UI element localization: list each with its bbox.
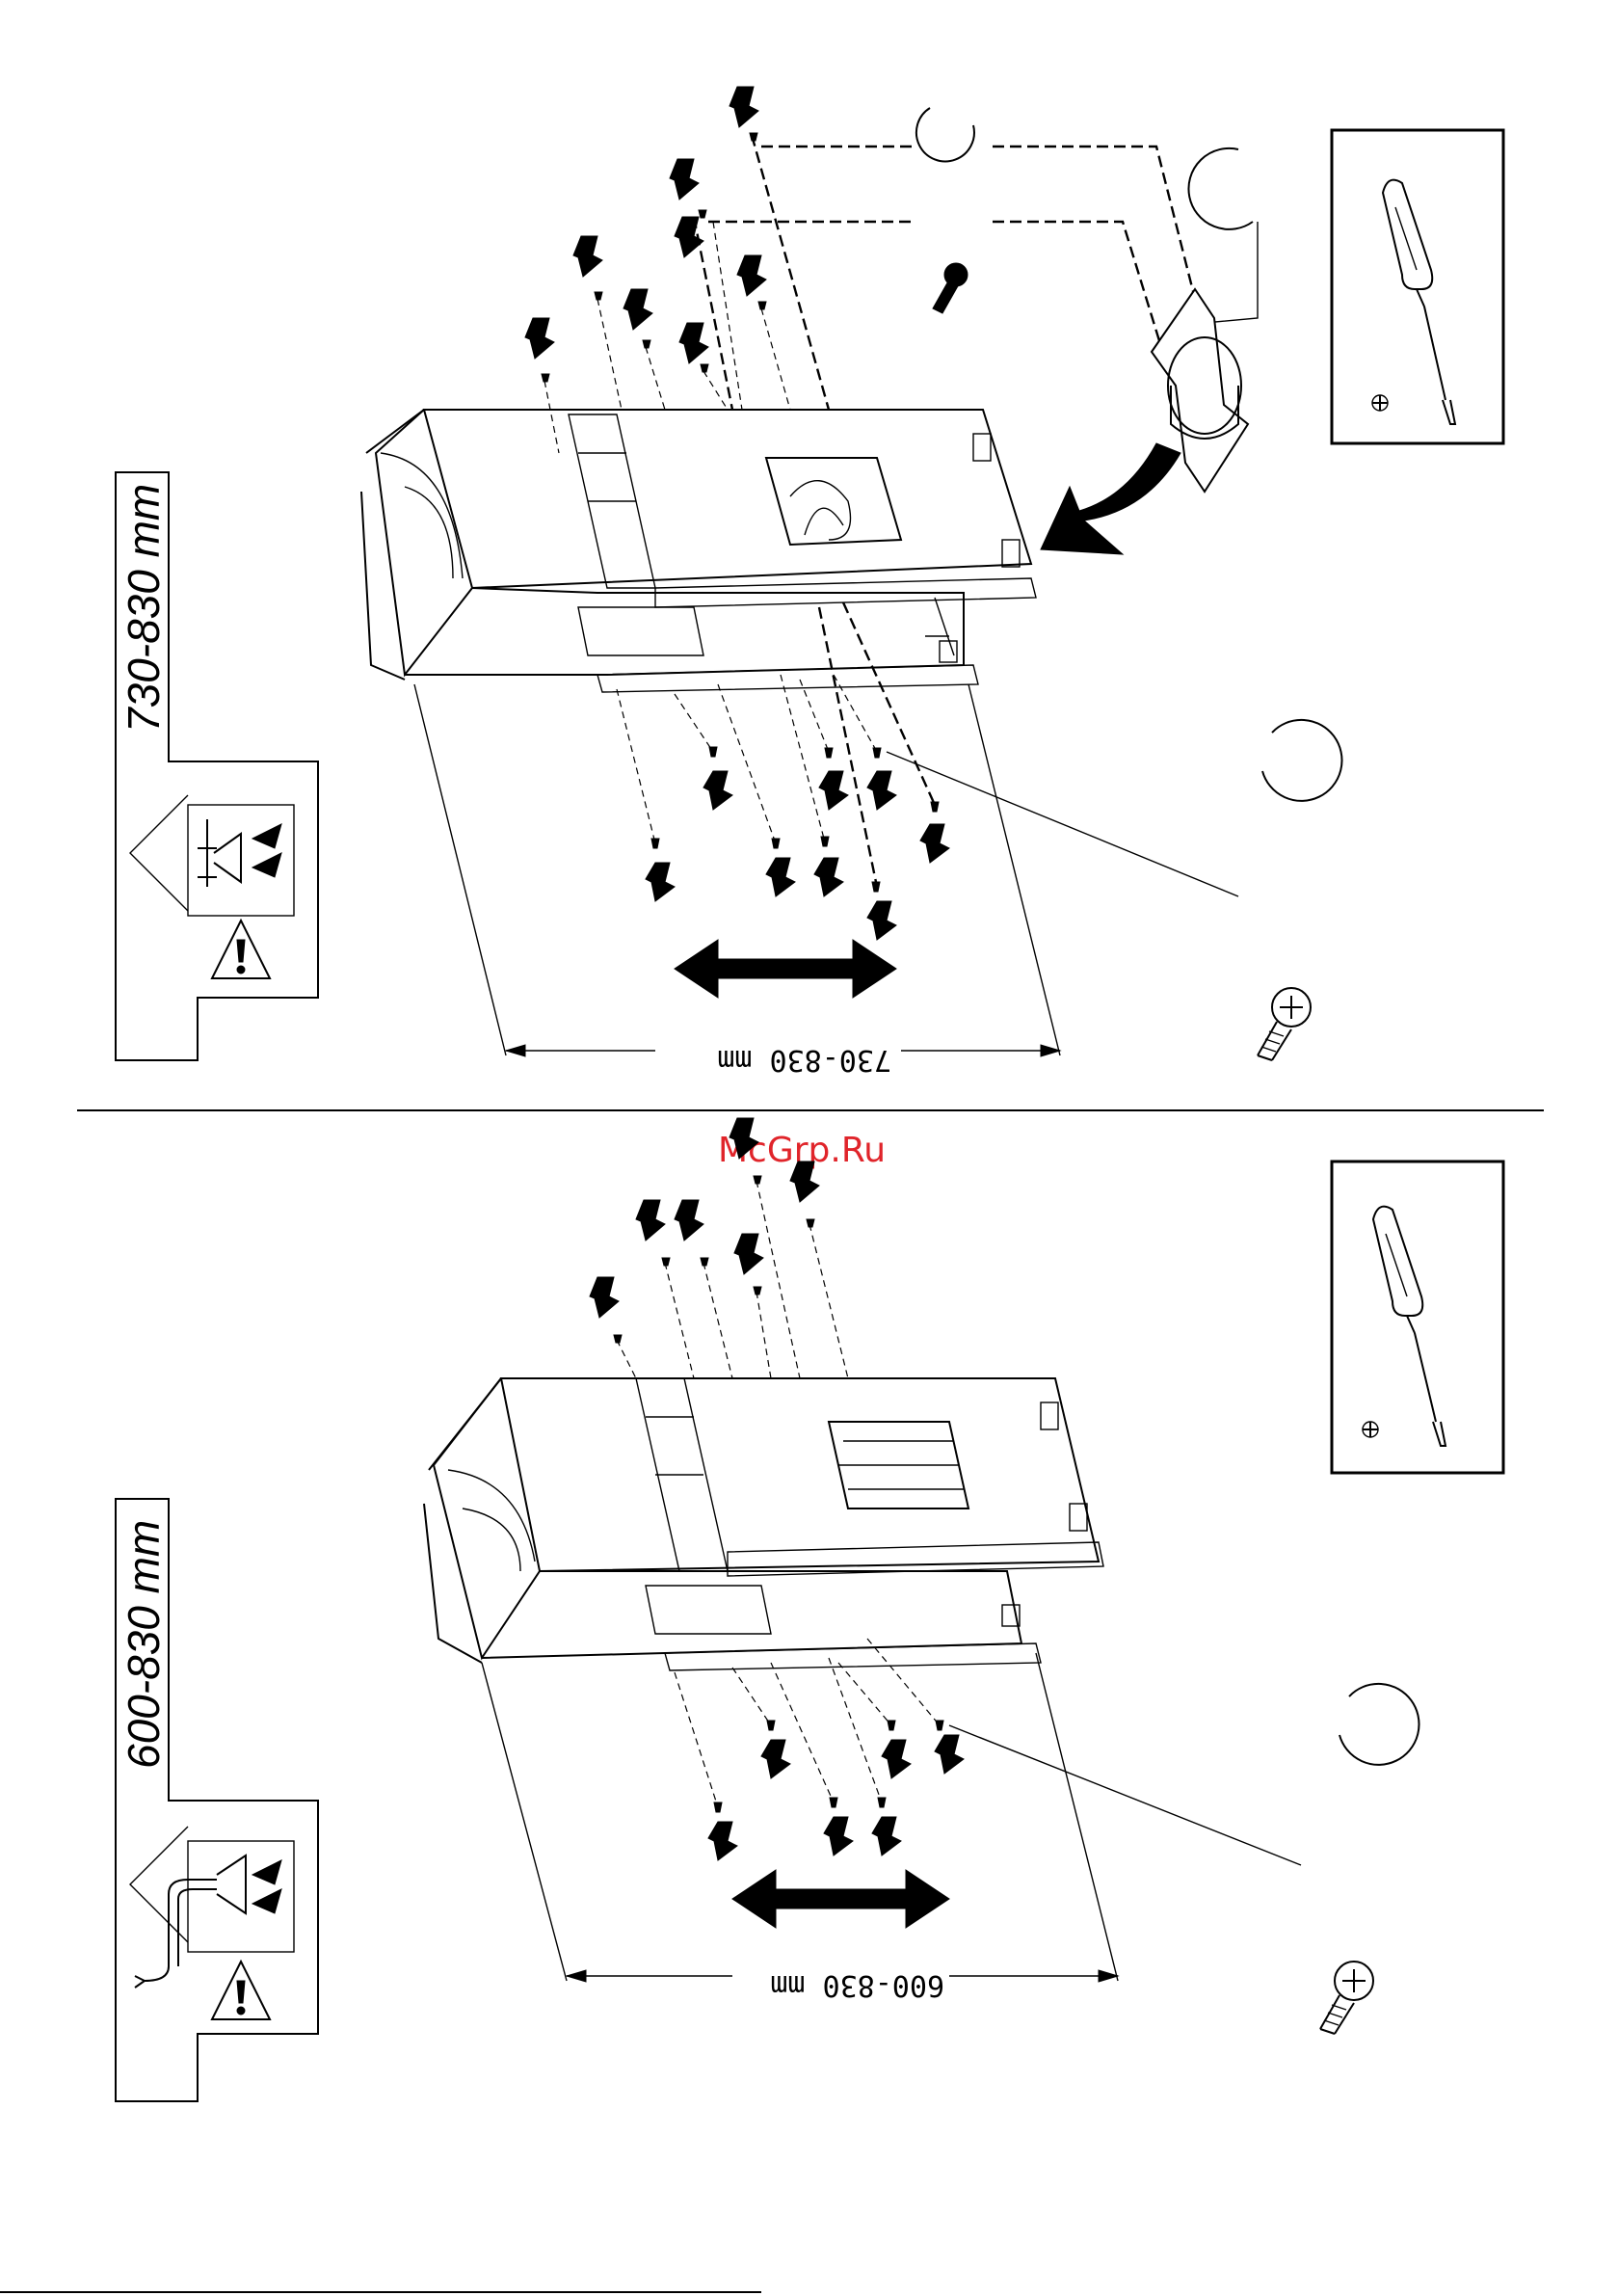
bottom-panel: 600-830 mm bbox=[116, 1118, 1503, 2101]
push-arrow-icon bbox=[525, 87, 766, 363]
top-panel: 730-830 mm bbox=[116, 87, 1503, 1077]
double-arrow-icon bbox=[732, 1870, 949, 1928]
warning-icon bbox=[212, 921, 270, 978]
phillips-head-icon bbox=[1372, 395, 1388, 411]
screw-detail-icon bbox=[1258, 988, 1311, 1060]
curved-arrow-icon bbox=[1041, 443, 1180, 554]
top-tool-box bbox=[1332, 130, 1503, 443]
bottom-tool-box bbox=[1332, 1161, 1503, 1473]
screw-detail-icon bbox=[1320, 1962, 1373, 2034]
top-screws-lower bbox=[617, 602, 949, 940]
double-arrow-icon bbox=[675, 940, 896, 998]
bottom-circle-ref bbox=[1339, 1684, 1419, 1765]
hood-symbol-icon bbox=[130, 795, 294, 916]
bottom-range-label: 600-830 mm bbox=[119, 1520, 169, 1769]
recirculation-hood-icon bbox=[130, 1827, 294, 1988]
screwdriver-icon bbox=[1373, 1207, 1446, 1446]
bottom-dimension: 600-830 mm bbox=[482, 1653, 1118, 2002]
top-dimension-label: 730-830 mm bbox=[717, 1043, 891, 1077]
top-range-box: 730-830 mm bbox=[116, 472, 318, 1060]
top-screws-upper bbox=[525, 87, 829, 453]
screw-icon bbox=[933, 263, 968, 313]
warning-icon bbox=[212, 1962, 270, 2019]
top-dimension: 730-830 mm bbox=[414, 684, 1060, 1077]
top-circle-ref bbox=[1262, 720, 1341, 801]
bottom-hood-frame bbox=[424, 1378, 1103, 1670]
top-hood-frame bbox=[361, 410, 1036, 692]
bottom-dimension-label: 600-830 mm bbox=[770, 1968, 944, 2002]
screwdriver-icon bbox=[1383, 180, 1455, 424]
top-duct-leads bbox=[708, 108, 1258, 347]
top-range-label: 730-830 mm bbox=[119, 484, 169, 733]
bottom-range-box: 600-830 mm bbox=[116, 1499, 318, 2101]
phillips-head-icon bbox=[1363, 1422, 1378, 1437]
bottom-screws-lower bbox=[675, 1639, 964, 1860]
